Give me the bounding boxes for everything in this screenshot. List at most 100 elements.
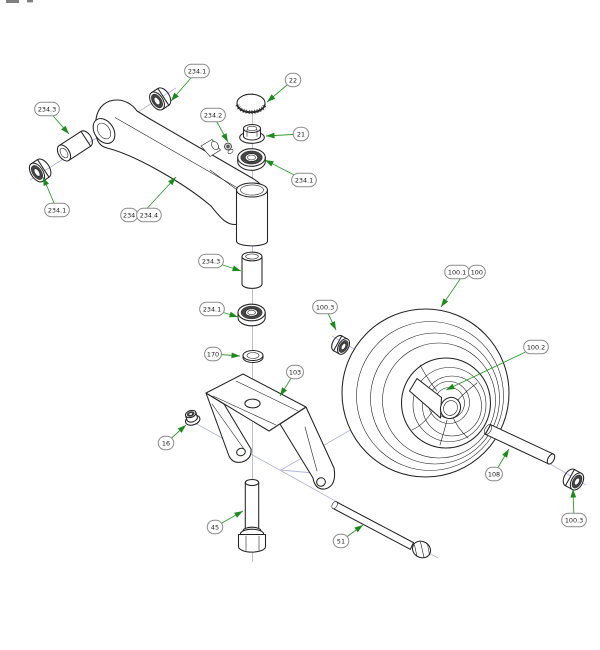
callout-label: 103	[289, 368, 301, 376]
callout-bubble	[291, 172, 317, 188]
leader-arrowhead	[229, 311, 238, 318]
grease-fitting-boss	[200, 139, 221, 157]
leader-arrowhead	[446, 383, 455, 390]
callout-22: 22	[266, 72, 302, 103]
swing-arm	[92, 99, 265, 226]
callout-45: 45	[206, 510, 244, 535]
leader-arrowhead	[231, 352, 240, 359]
callout-label: 16	[162, 439, 170, 447]
edge-artifact	[6, 0, 33, 3]
wheel-tire-assembly	[341, 308, 510, 478]
callout-234.3: 234.3	[198, 253, 242, 272]
arm-bearing-upper	[149, 87, 172, 111]
callout-label: 100.3	[316, 303, 334, 311]
axle-tube-100-2	[408, 377, 462, 420]
axle-lock-nut	[184, 409, 201, 426]
callout-bubble	[199, 301, 225, 317]
callout-bubble	[292, 126, 310, 142]
spindle-spacer	[241, 251, 263, 289]
callout-label: 234.1	[203, 305, 221, 313]
callout-bubble	[467, 264, 486, 280]
callout-103: 103	[279, 364, 304, 397]
leader-arrowhead	[441, 298, 449, 307]
callout-label: 108	[488, 470, 500, 478]
callout-bubble	[286, 364, 304, 380]
arm-pivot-spacer	[56, 130, 93, 162]
callout-label: 170	[207, 350, 219, 358]
callout-234.1: 234.1	[170, 63, 210, 102]
callout-label: 234.1	[48, 206, 66, 214]
callout-bubble	[198, 253, 224, 269]
callout-bubble	[485, 466, 503, 482]
leader-arrowhead	[502, 449, 509, 458]
caster-fork-bracket	[205, 373, 336, 490]
callout-bubble	[44, 202, 70, 218]
leader-arrowhead	[329, 321, 336, 330]
bracket-right-leg	[279, 406, 336, 490]
callout-100.3: 100.3	[561, 488, 587, 528]
callout-bubble	[312, 299, 338, 315]
leader-arrowhead	[234, 511, 243, 518]
arm-bearing-lower	[28, 158, 52, 183]
leader-arrowhead	[61, 125, 69, 134]
leader-arrowhead	[177, 425, 186, 433]
callout-bubble	[34, 101, 60, 117]
callout-bubble	[332, 533, 350, 549]
leader-arrowhead	[267, 94, 276, 102]
callout-bubble	[200, 107, 226, 123]
leader-arrowhead	[221, 133, 228, 142]
leader-arrowhead	[168, 177, 176, 186]
spindle-bearing-lower	[237, 303, 266, 327]
callout-108: 108	[485, 448, 510, 482]
leader-arrowhead	[232, 265, 241, 272]
callout-label: 100.1	[448, 268, 466, 276]
callout-label: 22	[289, 76, 297, 84]
leader-arrowhead	[43, 177, 49, 186]
leader-arrowhead	[280, 387, 287, 396]
callout-100.1/100: 100.1 100	[440, 264, 486, 308]
callout-234.2: 234.2	[200, 107, 229, 143]
callout-234.1: 234.1	[264, 159, 317, 188]
callout-bubble	[523, 339, 549, 355]
callout-label: 234	[123, 211, 135, 219]
axle-bolt	[331, 501, 432, 559]
spindle-tube	[235, 182, 269, 247]
callout-100.2: 100.2	[445, 339, 549, 391]
centerlines	[29, 87, 587, 562]
leader-arrowhead	[354, 525, 363, 533]
bracket-top-hole	[244, 398, 261, 409]
axle-spacer	[483, 424, 556, 465]
spindle-bearing-upper	[237, 148, 266, 171]
leader-line	[445, 346, 537, 391]
grease-zerk-fitting	[224, 142, 234, 154]
callout-label: 234.2	[204, 111, 222, 119]
bolt-hex-head	[237, 533, 267, 553]
leader-arrowhead	[570, 489, 577, 498]
callout-bubble	[157, 435, 175, 451]
callout-bubble	[206, 519, 224, 535]
callout-label: 51	[337, 537, 345, 545]
callout-234.1: 234.1	[42, 176, 70, 218]
kingpin-bolt	[237, 478, 267, 553]
callout-bubble	[184, 63, 210, 79]
callout-bubble	[284, 72, 302, 88]
wheel-bearing-left	[331, 334, 351, 355]
callout-bubble	[136, 207, 162, 223]
thrust-washer	[242, 349, 264, 364]
callout-170: 170	[204, 346, 241, 362]
callout-label: 234.1	[295, 176, 313, 184]
callout-label: 234.3	[202, 257, 220, 265]
callout-label: 100	[471, 268, 483, 276]
callout-label: 234.1	[188, 67, 206, 75]
dust-cap	[235, 93, 267, 115]
wheel-bearing-right	[562, 468, 585, 491]
callout-16: 16	[157, 424, 187, 451]
callout-100.3: 100.3	[312, 299, 338, 331]
leader-arrowhead	[171, 92, 179, 101]
rim-lip	[400, 357, 492, 449]
callout-bubble	[561, 512, 587, 528]
leader-arrowhead	[265, 160, 274, 167]
